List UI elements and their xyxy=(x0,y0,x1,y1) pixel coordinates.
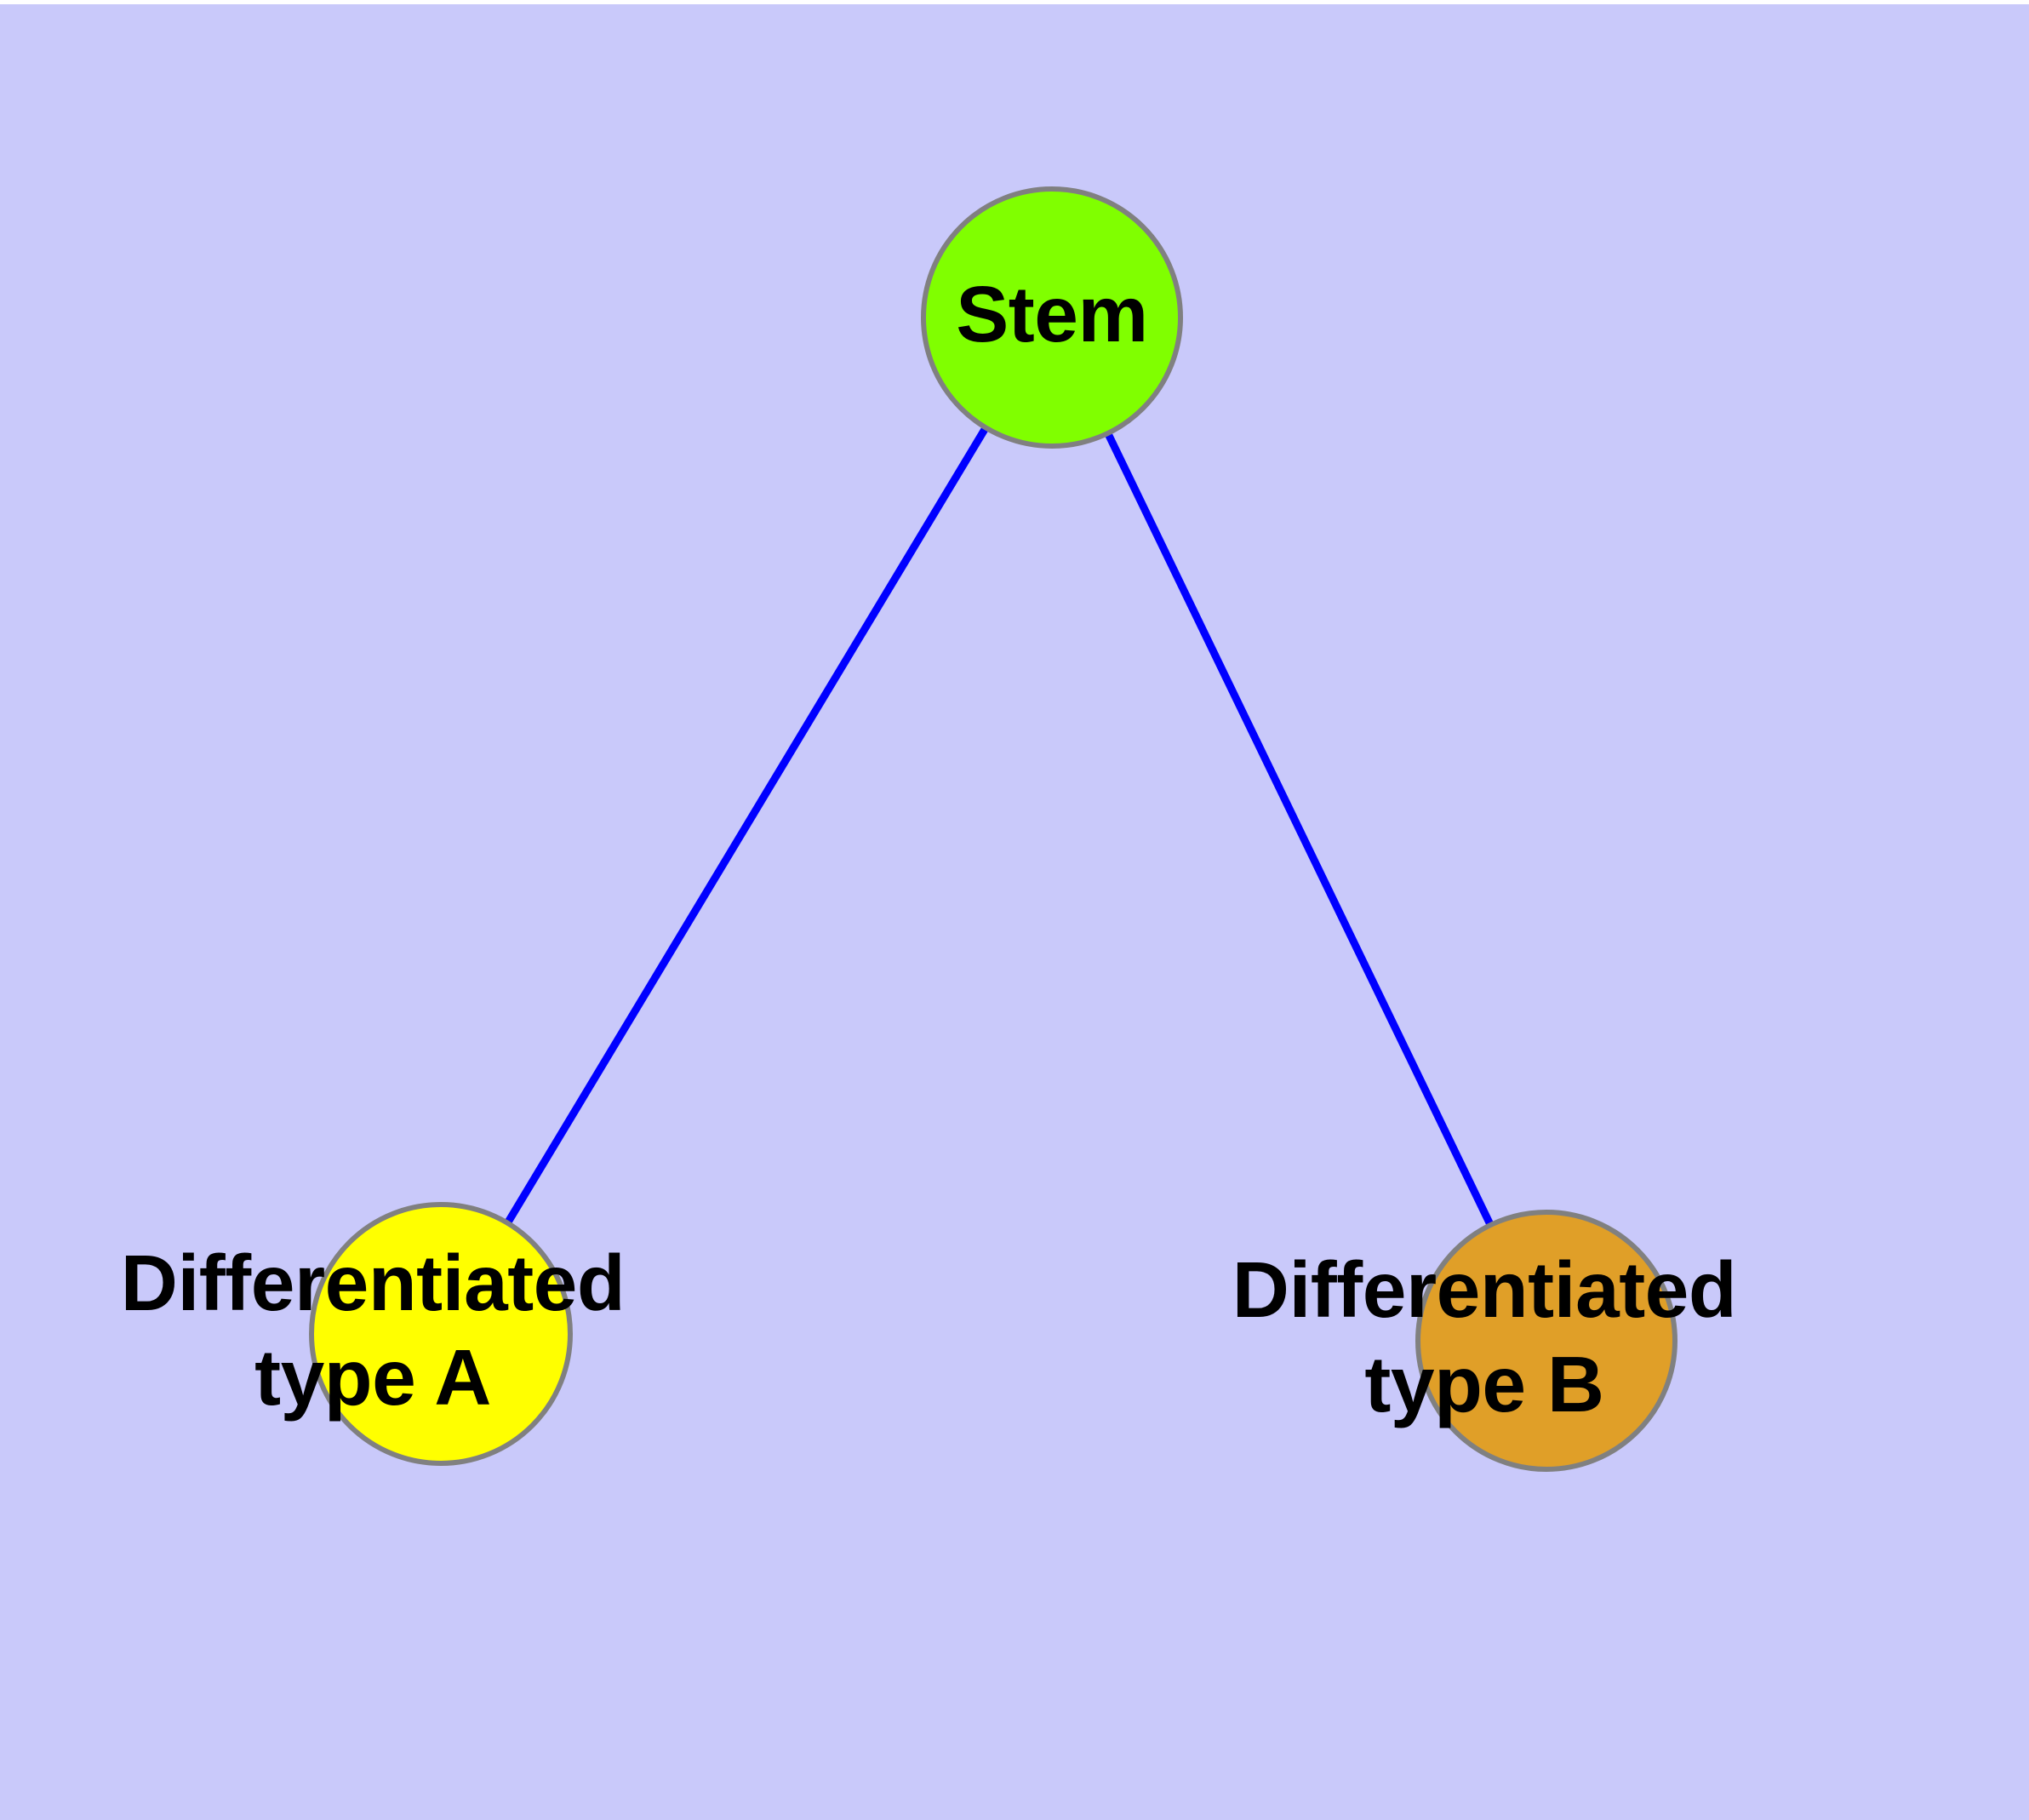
node-differentiated-type-a[interactable] xyxy=(309,1202,573,1466)
edge-layer xyxy=(437,315,1551,1342)
node-stem[interactable] xyxy=(921,186,1183,449)
edge-stem-to-differentiated-type-a[interactable] xyxy=(437,315,1055,1336)
node-layer xyxy=(309,186,1677,1472)
graph-svg xyxy=(309,186,1677,1472)
node-differentiated-type-b[interactable] xyxy=(1415,1210,1677,1472)
edge-stem-to-differentiated-type-b[interactable] xyxy=(1048,316,1551,1342)
